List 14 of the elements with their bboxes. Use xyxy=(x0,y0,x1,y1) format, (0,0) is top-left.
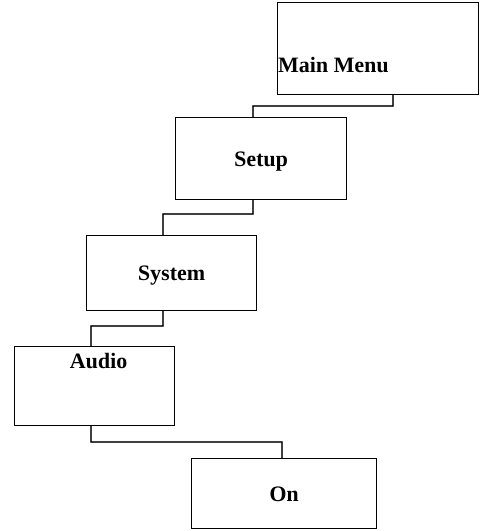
connector-line xyxy=(252,95,394,117)
menu-box xyxy=(191,458,377,529)
menu-box xyxy=(86,235,257,311)
menu-label: System xyxy=(138,259,206,287)
connector-line xyxy=(90,426,283,458)
menu-box xyxy=(175,117,347,200)
menu-label: Main Menu xyxy=(278,51,389,79)
menu-label: Setup xyxy=(234,144,288,172)
menu-label: On xyxy=(269,480,299,508)
connector-line xyxy=(90,311,164,346)
connector-line xyxy=(162,200,254,235)
menu-label: Audio xyxy=(70,347,128,374)
menu-box xyxy=(14,346,175,426)
menu-box xyxy=(277,2,479,95)
